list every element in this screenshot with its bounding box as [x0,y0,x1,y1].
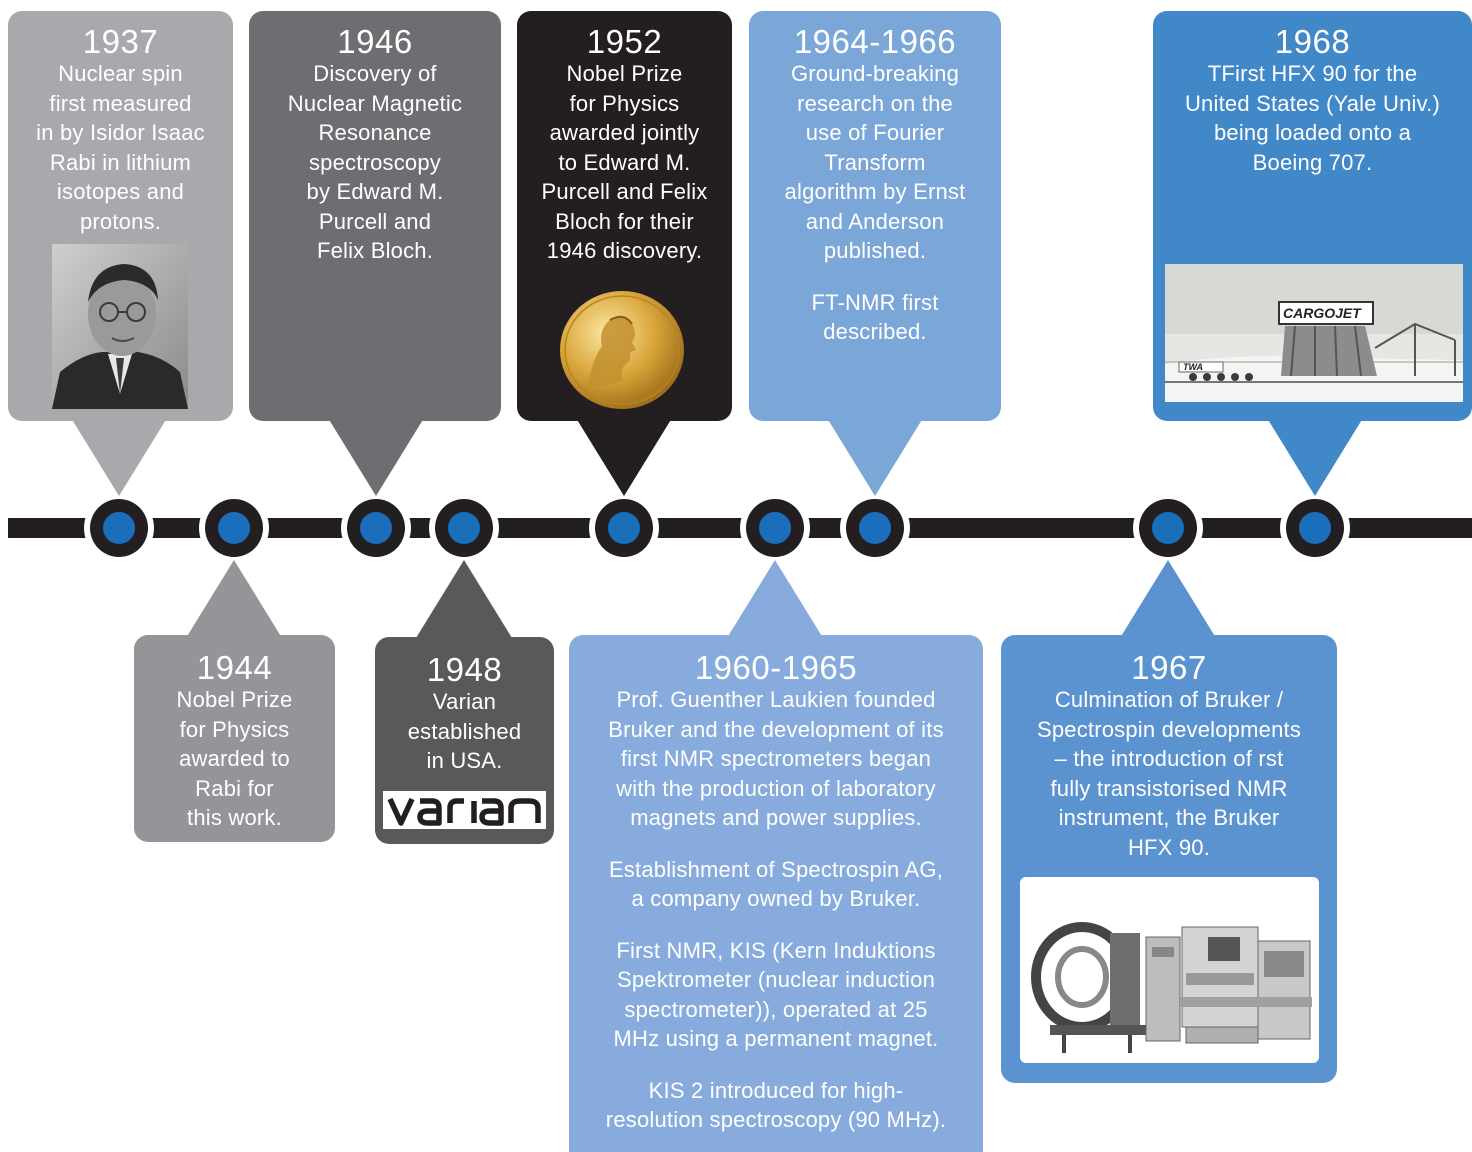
pointer-1960-1965 [727,560,823,638]
pointer-1948 [416,560,512,638]
pointer-1952 [576,418,672,496]
nobel-medal-image [560,291,684,409]
portrait-photo [52,244,188,409]
event-year: 1952 [586,23,663,60]
hfx-90-instrument-photo [1020,877,1319,1063]
timeline-marker-1952 [589,493,659,563]
pointer-1946 [328,418,424,496]
event-year: 1944 [196,649,273,686]
pointer-1944 [186,560,282,638]
event-year: 1948 [426,651,503,688]
varian-logo [383,791,546,829]
event-card-1960-1965: 1960-1965 Prof. Guenther Laukien founded… [569,635,983,1152]
timeline-marker-1948 [429,493,499,563]
event-year: 1968 [1274,23,1351,60]
timeline-marker-1960-1965 [740,493,810,563]
pointer-1967 [1120,560,1216,638]
timeline-marker-1964-1966 [840,493,910,563]
cargojet-label: CARGOJET [1283,305,1362,321]
event-description: Culmination of Bruker /Spectrospin devel… [1036,687,1302,860]
timeline-marker-1967 [1133,493,1203,563]
timeline-marker-1946 [341,493,411,563]
twa-label: TWA [1183,362,1203,372]
pointer-1964-1966 [827,418,923,496]
event-year: 1967 [1131,649,1207,686]
event-year: 1964-1966 [793,23,957,60]
event-year: 1960-1965 [694,649,858,686]
cargojet-photo: TWA CARGOJET [1165,264,1463,402]
varian-logo-mark [387,797,541,826]
timeline-marker-1968 [1280,493,1350,563]
timeline-marker-1937 [84,493,154,563]
event-year: 1937 [82,23,159,60]
pointer-1968 [1267,418,1363,496]
timeline-marker-1944 [199,493,269,563]
pointer-1937 [71,418,167,496]
event-year: 1946 [337,23,413,60]
